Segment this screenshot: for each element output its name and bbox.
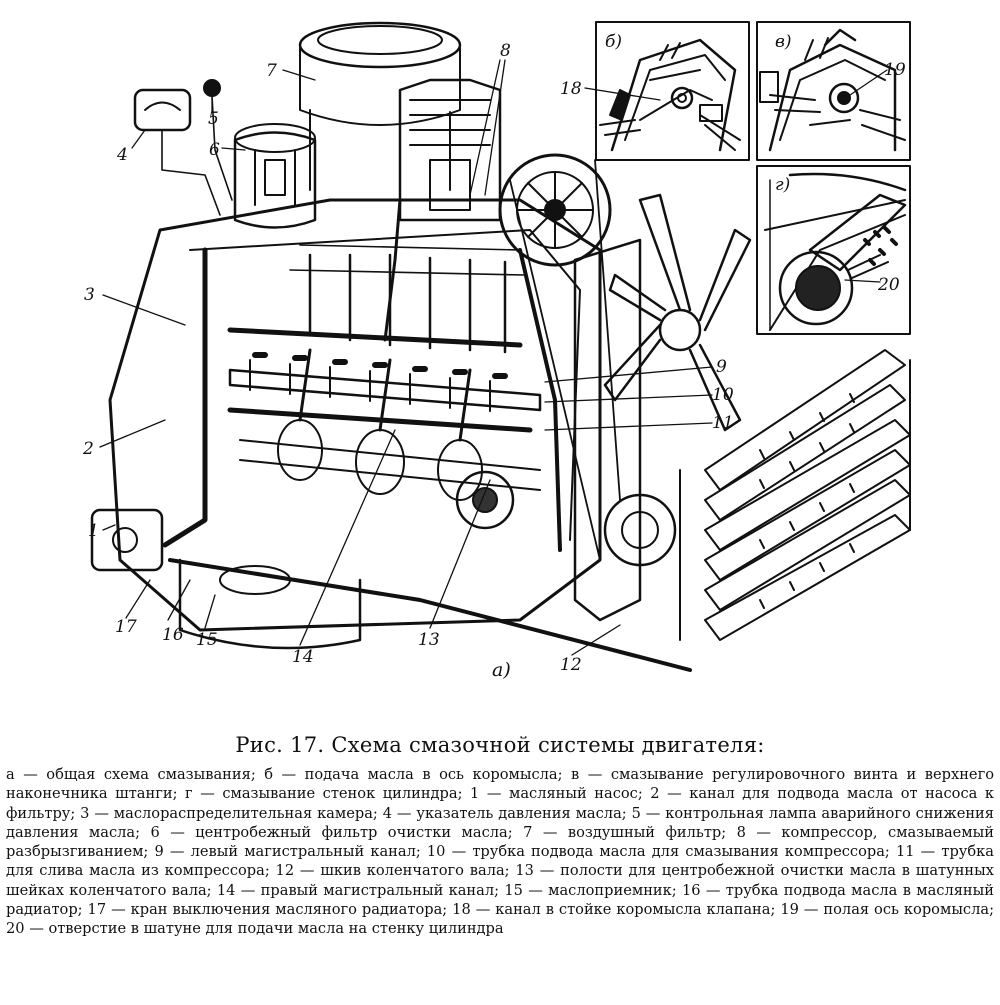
- callout-19: 19: [884, 60, 906, 80]
- inset-b-rocker-axis-feed: [595, 21, 750, 161]
- callout-8: 8: [500, 41, 511, 61]
- caption-title: Рис. 17. Схема смазочной системы двигате…: [235, 733, 765, 757]
- callout-1: 1: [88, 521, 99, 541]
- main-label-a: а): [492, 659, 511, 681]
- figure-labels: б) в) г) а) 1 2 3 4 5 6 7 8 9 10 11 12 1…: [82, 32, 906, 681]
- callout-12: 12: [560, 655, 582, 675]
- callout-4: 4: [116, 145, 128, 165]
- inset-g-cylinder-wall-lubrication: [756, 165, 911, 335]
- callout-6: 6: [209, 140, 220, 160]
- callout-17: 17: [115, 617, 137, 637]
- callout-13: 13: [418, 630, 440, 650]
- inset-label-v: в): [775, 32, 792, 52]
- callout-20: 20: [877, 275, 900, 295]
- caption-body: а — общая схема смазывания; б — подача м…: [6, 766, 994, 938]
- main-engine-view: [90, 21, 911, 672]
- callout-7: 7: [266, 61, 277, 81]
- callout-leader-lines: [99, 59, 888, 656]
- callout-3: 3: [84, 285, 95, 305]
- callout-15: 15: [196, 630, 218, 650]
- callout-10: 10: [712, 385, 734, 405]
- inset-label-b: б): [605, 32, 622, 52]
- engine-lubrication-figure: б) в) г) а) 1 2 3 4 5 6 7 8 9 10 11 12 1…: [82, 21, 911, 681]
- callout-14: 14: [292, 647, 314, 667]
- inset-label-g: г): [775, 175, 790, 195]
- callout-2: 2: [82, 439, 94, 459]
- inset-v-rocker-screw-lubrication: [756, 21, 911, 161]
- callout-9: 9: [716, 357, 727, 377]
- callout-5: 5: [208, 109, 219, 129]
- callout-16: 16: [162, 625, 184, 645]
- callout-11: 11: [712, 413, 734, 433]
- callout-18: 18: [560, 79, 582, 99]
